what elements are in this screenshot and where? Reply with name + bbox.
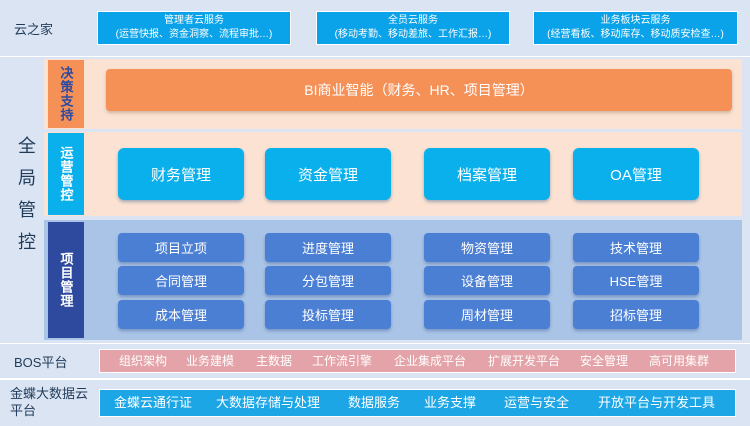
bos-master-data[interactable]: 主数据 — [256, 354, 293, 368]
ops-funds[interactable]: 资金管理 — [265, 148, 391, 200]
ops-archive[interactable]: 档案管理 — [424, 148, 550, 200]
kingdee-bar — [99, 389, 736, 417]
kingdee-passport[interactable]: 金蝶云通行证 — [114, 395, 193, 410]
equipment-management[interactable]: 设备管理 — [424, 266, 550, 295]
kingdee-data-service[interactable]: 数据服务 — [348, 395, 401, 410]
material-management[interactable]: 物资管理 — [424, 233, 550, 262]
project-initiation[interactable]: 项目立项 — [118, 233, 244, 262]
operations-label: 运营管控 — [48, 133, 84, 215]
business-cloud-service[interactable]: 业务板块云服务 (经营看板、移动库存、移动质安检查…) — [533, 11, 738, 45]
manager-cloud-title: 管理者云服务 — [164, 15, 224, 26]
cost-management[interactable]: 成本管理 — [118, 300, 244, 329]
bidding-management[interactable]: 投标管理 — [265, 300, 391, 329]
manager-cloud-sub: (运营快报、资金洞察、流程审批…) — [115, 29, 273, 40]
technology-management[interactable]: 技术管理 — [573, 233, 699, 262]
bi-business-intelligence[interactable]: BI商业智能（财务、HR、项目管理） — [106, 69, 732, 111]
bos-org-structure[interactable]: 组织架构 — [119, 354, 168, 368]
staff-cloud-sub: (移动考勤、移动差旅、工作汇报…) — [334, 29, 492, 40]
decision-support-label: 决策支持 — [48, 60, 84, 128]
global-control-label: 全局管控 — [16, 136, 36, 264]
project-label: 项目管理 — [48, 222, 84, 338]
bos-label: BOS平台 — [14, 354, 68, 370]
kingdee-ops-security[interactable]: 运营与安全 — [504, 395, 570, 410]
contract-management[interactable]: 合同管理 — [118, 266, 244, 295]
subcontract-management[interactable]: 分包管理 — [265, 266, 391, 295]
bos-business-modeling[interactable]: 业务建模 — [186, 354, 235, 368]
bos-extension-dev[interactable]: 扩展开发平台 — [488, 354, 561, 368]
staff-cloud-service[interactable]: 全员云服务 (移动考勤、移动差旅、工作汇报…) — [316, 11, 510, 45]
cloud-home-label: 云之家 — [14, 21, 54, 37]
business-cloud-sub: (经营看板、移动库存、移动质安检查…) — [547, 29, 724, 40]
bos-security[interactable]: 安全管理 — [580, 354, 629, 368]
progress-management[interactable]: 进度管理 — [265, 233, 391, 262]
bos-ha-cluster[interactable]: 高可用集群 — [649, 354, 710, 368]
bos-workflow-engine[interactable]: 工作流引擎 — [312, 354, 373, 368]
kingdee-open-platform[interactable]: 开放平台与开发工具 — [598, 395, 716, 410]
bos-enterprise-integration[interactable]: 企业集成平台 — [394, 354, 467, 368]
ops-finance[interactable]: 财务管理 — [118, 148, 244, 200]
kingdee-business-support[interactable]: 业务支撑 — [424, 395, 477, 410]
tender-management[interactable]: 招标管理 — [573, 300, 699, 329]
rotating-material-management[interactable]: 周材管理 — [424, 300, 550, 329]
ops-oa[interactable]: OA管理 — [573, 148, 699, 200]
kingdee-bigdata-storage[interactable]: 大数据存储与处理 — [216, 395, 321, 410]
business-cloud-title: 业务板块云服务 — [600, 15, 671, 26]
kingdee-label: 金蝶大数据云平台 — [10, 386, 89, 418]
hse-management[interactable]: HSE管理 — [573, 266, 699, 295]
manager-cloud-service[interactable]: 管理者云服务 (运营快报、资金洞察、流程审批…) — [97, 11, 291, 45]
staff-cloud-title: 全员云服务 — [388, 15, 438, 26]
bos-bar — [99, 349, 736, 373]
